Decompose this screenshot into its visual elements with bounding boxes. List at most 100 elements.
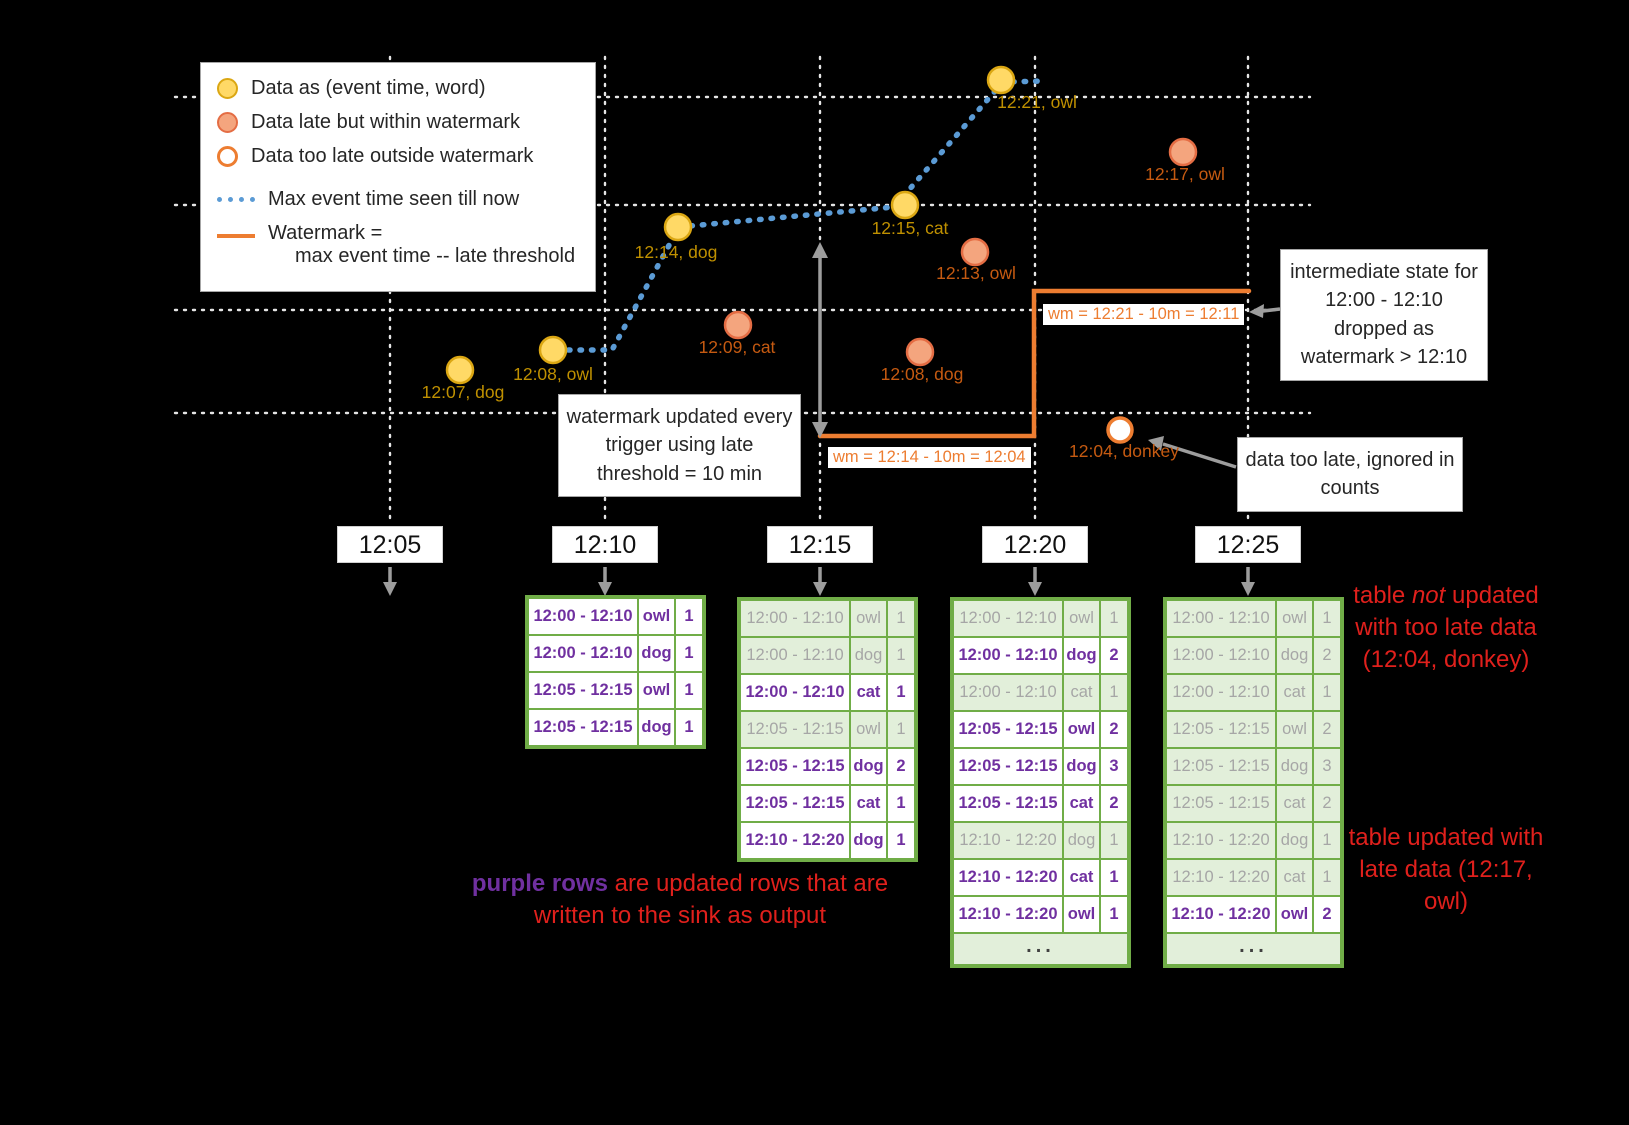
window-cell: 12:05 - 12:15 [741,712,851,747]
window-cell: 12:05 - 12:15 [529,673,639,708]
word-cell: cat [851,786,888,821]
window-cell: 12:00 - 12:10 [741,638,851,673]
window-cell: 12:00 - 12:10 [741,675,851,710]
window-cell: 12:05 - 12:15 [954,786,1064,821]
note-text: updated with too late data (12:04, donke… [1355,582,1539,673]
word-cell: dog [639,710,676,745]
word-cell: owl [639,599,676,634]
count-cell: 2 [896,757,906,775]
window-cell: 12:10 - 12:20 [954,823,1064,858]
count-cell: 2 [1322,720,1332,738]
window-cell: 12:05 - 12:15 [954,712,1064,747]
watermark-line-icon [217,234,255,238]
data-point-12-04-donkey [1106,416,1134,444]
table-ellipsis-row: ... [1167,934,1340,964]
window-cell: 12:00 - 12:10 [954,675,1064,710]
data-point-12-13-owl [960,237,990,267]
data-point-12-17-owl [1168,137,1198,167]
word-cell: owl [1277,712,1314,747]
arrowhead-up-icon [812,242,828,258]
word-cell: cat [851,675,888,710]
watermark-value-1: wm = 12:14 - 10m = 12:04 [828,447,1031,468]
legend-item-late: Data late but within watermark [217,111,585,134]
legend-item-watermark: Watermark = max event time -- late thres… [217,222,585,268]
count-cell: 3 [1109,757,1119,775]
note-purple-highlight: purple rows [471,870,608,897]
window-cell: 12:00 - 12:10 [954,601,1064,636]
arrowhead-icon [383,582,397,596]
count-cell: 1 [896,683,906,701]
watermark-value-2: wm = 12:21 - 10m = 12:11 [1043,304,1245,325]
window-cell: 12:00 - 12:10 [529,636,639,671]
count-cell: 1 [1322,831,1332,849]
data-point-12-07-dog [445,355,475,385]
arrowhead-icon [1241,582,1255,596]
count-cell: 1 [1109,683,1119,701]
point-label: 12:08, dog [880,364,964,384]
word-cell: dog [851,638,888,673]
data-point-12-09-cat [723,310,753,340]
count-cell: 1 [896,609,906,627]
note-purple-rows: purple rows are updated rows that are wr… [470,868,890,932]
late-dot-icon [217,112,238,133]
window-cell: 12:00 - 12:10 [1167,675,1277,710]
window-cell: 12:00 - 12:10 [1167,638,1277,673]
count-cell: 2 [1109,646,1119,664]
count-cell: 1 [896,794,906,812]
word-cell: cat [1277,860,1314,895]
watermark-line [817,288,1252,439]
point-label: 12:04, donkey [1069,441,1179,461]
count-cell: 2 [1322,646,1332,664]
count-cell: 1 [1322,683,1332,701]
data-point-12-14-dog [663,212,693,242]
arrowhead-left-icon [1148,436,1164,451]
note-too-late-not-updated: table not updated with too late data (12… [1345,580,1547,676]
data-point-12-08-owl [538,335,568,365]
word-cell: dog [1064,823,1101,858]
window-cell: 12:05 - 12:15 [1167,749,1277,784]
time-tick-1215: 12:15 [767,526,873,563]
window-cell: 12:10 - 12:20 [1167,823,1277,858]
window-cell: 12:00 - 12:10 [954,638,1064,673]
watermark-label-line2: max event time -- late threshold [295,245,576,267]
count-cell: 1 [684,681,694,699]
count-cell: 2 [1109,794,1119,812]
word-cell: dog [1277,823,1314,858]
count-cell: 1 [1109,831,1119,849]
window-cell: 12:05 - 12:15 [741,749,851,784]
callout-too-late-ignored: data too late, ignored in counts [1237,437,1463,512]
window-cell: 12:05 - 12:15 [1167,786,1277,821]
point-label: 12:13, owl [936,263,1016,283]
word-cell: dog [639,636,676,671]
legend-label: Data too late outside watermark [251,145,534,167]
word-cell: cat [1064,675,1101,710]
table-ellipsis-row: ... [954,934,1127,964]
word-cell: dog [1064,638,1101,673]
word-cell: owl [1064,712,1101,747]
count-cell: 1 [896,720,906,738]
word-cell: dog [851,823,888,858]
dropped-state-arrow [1262,307,1281,313]
legend-label: Data as (event time, word) [251,77,486,99]
